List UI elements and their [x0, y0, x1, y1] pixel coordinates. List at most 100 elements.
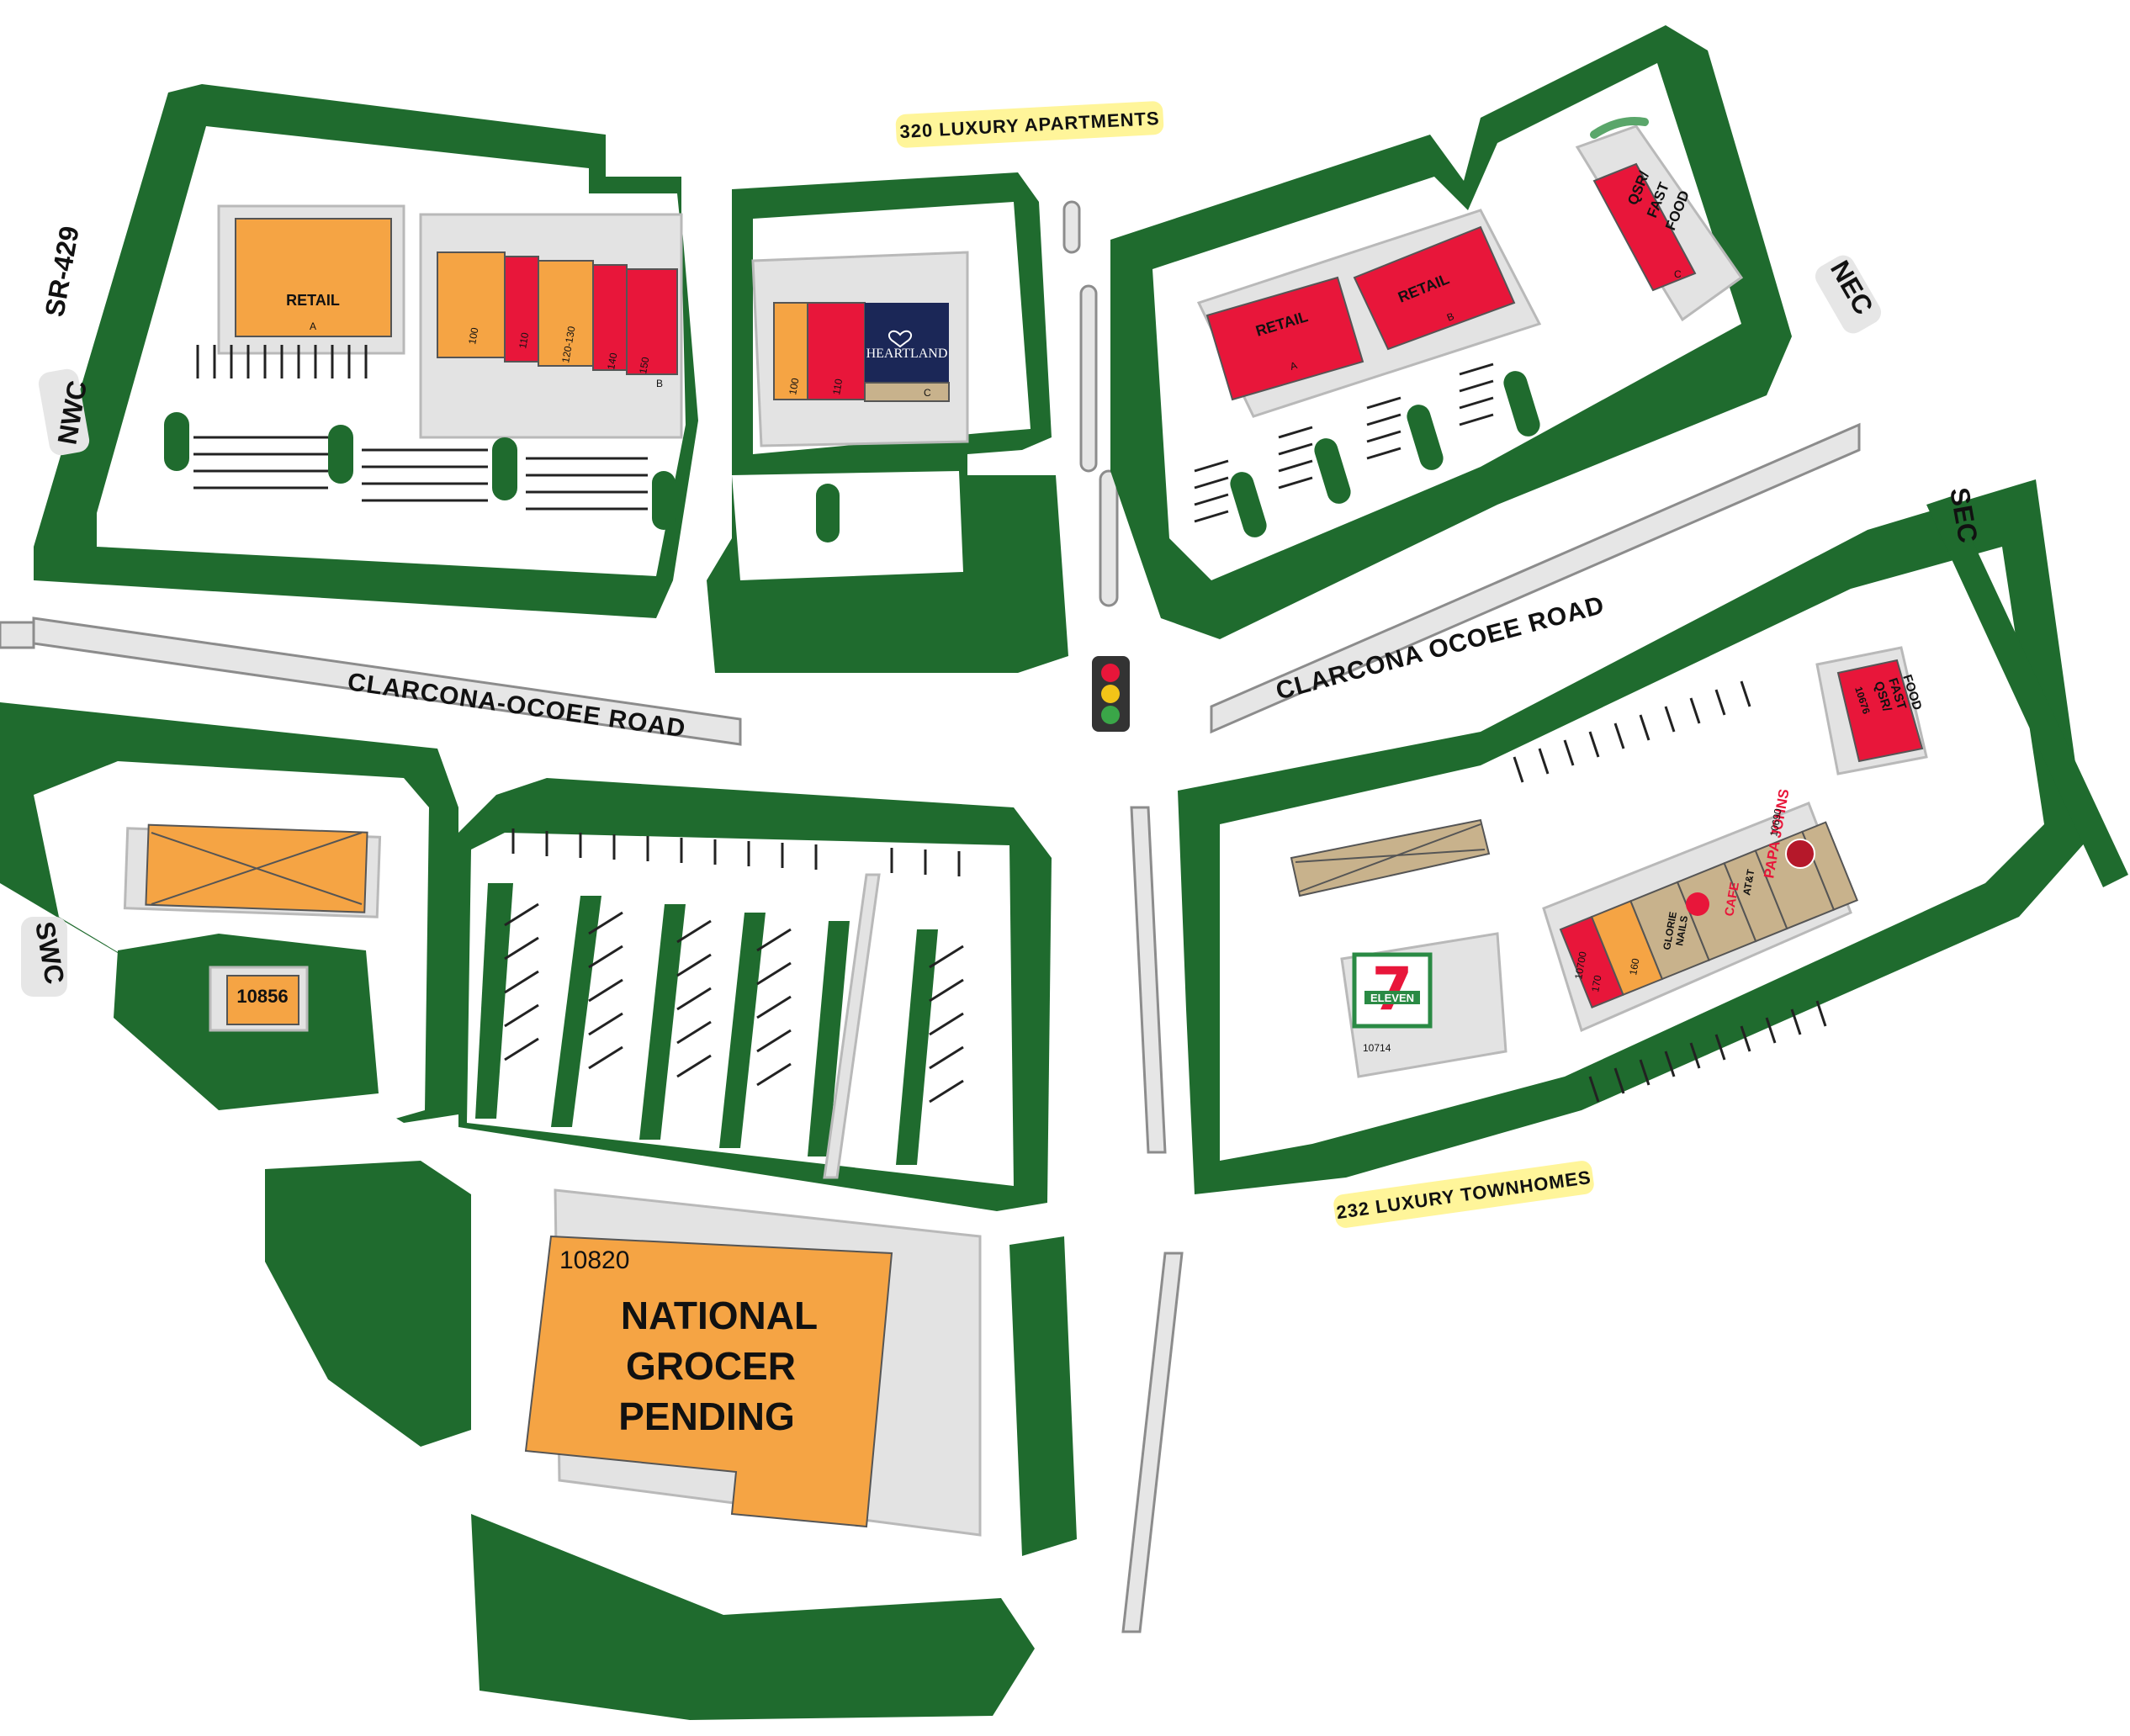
- sec-shop-address: 10700: [1572, 950, 1589, 981]
- swc-badge: [21, 917, 67, 997]
- traffic-light-yellow: [1101, 685, 1120, 703]
- grocer-building: [524, 1235, 893, 1528]
- traffic-light: [1092, 656, 1130, 732]
- seven-eleven-word: ELEVEN: [1370, 992, 1414, 1004]
- nec-retail-a: [1205, 276, 1364, 401]
- traffic-light-green: [1101, 706, 1120, 724]
- sec-unit-label-170: 170: [1589, 974, 1603, 992]
- nwc-island-3: [492, 437, 517, 500]
- swc-row-5: [808, 921, 850, 1156]
- nec-retail-b: [1353, 225, 1516, 351]
- nwc-retail-a-label: RETAIL: [286, 292, 340, 309]
- center-unit-c-label: C: [924, 387, 931, 399]
- nec-island-1: [1230, 472, 1267, 537]
- center-island-1: [816, 484, 840, 542]
- heart-icon: [888, 330, 912, 348]
- nec-lawn-strip: [1590, 117, 1649, 139]
- nwc-unit-label-150: 150: [637, 356, 651, 374]
- nwc-unit-100: [437, 251, 506, 358]
- sec-att-label: AT&T: [1741, 868, 1756, 897]
- townhomes-pill: [1333, 1161, 1594, 1228]
- center-unit-label-100: 100: [787, 377, 801, 395]
- grocer-line-3: PENDING: [618, 1395, 795, 1438]
- heartland-label: HEARTLAND: [866, 347, 948, 361]
- seven-eleven-logo: [1352, 952, 1433, 1029]
- nwc-island-1: [164, 412, 189, 471]
- grocer-line-2: GROCER: [626, 1344, 796, 1388]
- clarcona-ocoee-road-east: [1210, 422, 1861, 734]
- sec-corner-unit: 10690: [1767, 807, 1784, 838]
- center-unit-label-110: 110: [830, 378, 845, 396]
- nwc-unit-label-100: 100: [466, 326, 480, 345]
- swc-row-4: [719, 913, 766, 1148]
- nec-quadrant: RETAIL A RETAIL B QSR/ FAST FOOD C: [1110, 25, 1792, 639]
- nwc-unit-label-140: 140: [605, 352, 619, 370]
- sec-unit-label-160: 160: [1627, 957, 1641, 976]
- swc-stalls: [504, 828, 964, 1104]
- nwc-unit-label-110: 110: [517, 331, 531, 350]
- median-2: [1079, 284, 1098, 473]
- center-lot-south: [732, 471, 963, 580]
- sec-end-unit: [1801, 821, 1859, 911]
- nec-qsr-building: [1592, 162, 1697, 292]
- nec-badge: [1815, 255, 1882, 334]
- seven-eleven-band: [1364, 991, 1420, 1004]
- median-1: [1062, 200, 1081, 254]
- swc-pad-cross: [151, 832, 363, 905]
- nwc-retail-a: [235, 218, 392, 337]
- seven-eleven-address: 10714: [1363, 1042, 1391, 1054]
- nwc-quadrant: RETAIL A 100 110 120-130 140 150 B: [34, 84, 698, 618]
- sec-shops: [1559, 821, 1859, 1009]
- nwc-island-2: [328, 425, 353, 484]
- grocer-landscape: [265, 1161, 471, 1447]
- swc-walkway: [823, 873, 881, 1179]
- heartland-logo: [865, 303, 949, 383]
- traffic-light-red: [1101, 664, 1120, 682]
- grocer-address: 10820: [559, 1246, 629, 1274]
- sec-east-strip: [1926, 496, 2128, 887]
- nwc-parking-stalls: [193, 345, 648, 511]
- callout-apartments: 320 LUXURY APARTMENTS: [895, 101, 1164, 148]
- sec-cafe-label: CAFE: [1722, 881, 1742, 918]
- nwc-retail-a-unit: A: [310, 320, 316, 332]
- nwc-island-4: [652, 471, 676, 530]
- sec-quadrant: 7 ELEVEN 10714 10700 170 160 GLORIE NAIL…: [1178, 479, 2128, 1194]
- nec-retail-a-unit: A: [1289, 359, 1299, 373]
- grocer-east-landscape: [1009, 1236, 1077, 1556]
- center-north-quadrant: HEARTLAND 100 110 C: [707, 172, 1068, 673]
- swc-south-landscape: [471, 1514, 1035, 1720]
- median-3: [1099, 469, 1119, 607]
- nwc-unit-150: [626, 268, 678, 375]
- nwc-inline-units: 100 110 120-130 140 150 B: [437, 251, 678, 389]
- swc-row-6: [896, 929, 938, 1165]
- nwc-unit-140: [592, 264, 628, 371]
- sec-tenant-logo-round: [1686, 892, 1709, 916]
- nec-qsr-unit: C: [1674, 268, 1682, 280]
- nwc-badge: [38, 368, 90, 456]
- road-west-stub: [0, 621, 35, 649]
- nec-island-2: [1314, 438, 1351, 504]
- grocer-line-1: NATIONAL: [621, 1294, 818, 1337]
- apartments-pill: [895, 101, 1164, 148]
- center-unit-100: [773, 302, 808, 400]
- median-5: [1121, 1252, 1184, 1633]
- swc-outparcel-building: [226, 975, 299, 1025]
- nwc-unit-110: [504, 256, 539, 363]
- swc-quadrant: 10856 10820 NATIONAL GROCER: [0, 702, 1077, 1720]
- sec-glorie-line-2: NAILS: [1673, 915, 1690, 947]
- swc-outparcel-address: 10856: [236, 986, 288, 1007]
- swc-row-1: [475, 883, 513, 1119]
- nwc-unit-120-130: [538, 260, 594, 367]
- roads: [0, 200, 1861, 1633]
- seven-eleven-numeral: 7: [1372, 955, 1413, 1024]
- nec-parking-stalls: [1194, 363, 1494, 523]
- median-4: [1130, 806, 1167, 1154]
- sec-stalls: [1513, 680, 1827, 1103]
- corner-badges: NWC NEC SWC SEC: [21, 255, 1984, 997]
- sec-end-tenant-logo: [1785, 839, 1815, 869]
- sec-qsr-building: [1836, 659, 1924, 763]
- swc-row-2: [551, 896, 601, 1127]
- sec-pad-cross: [1295, 823, 1486, 892]
- nec-island-4: [1503, 371, 1540, 437]
